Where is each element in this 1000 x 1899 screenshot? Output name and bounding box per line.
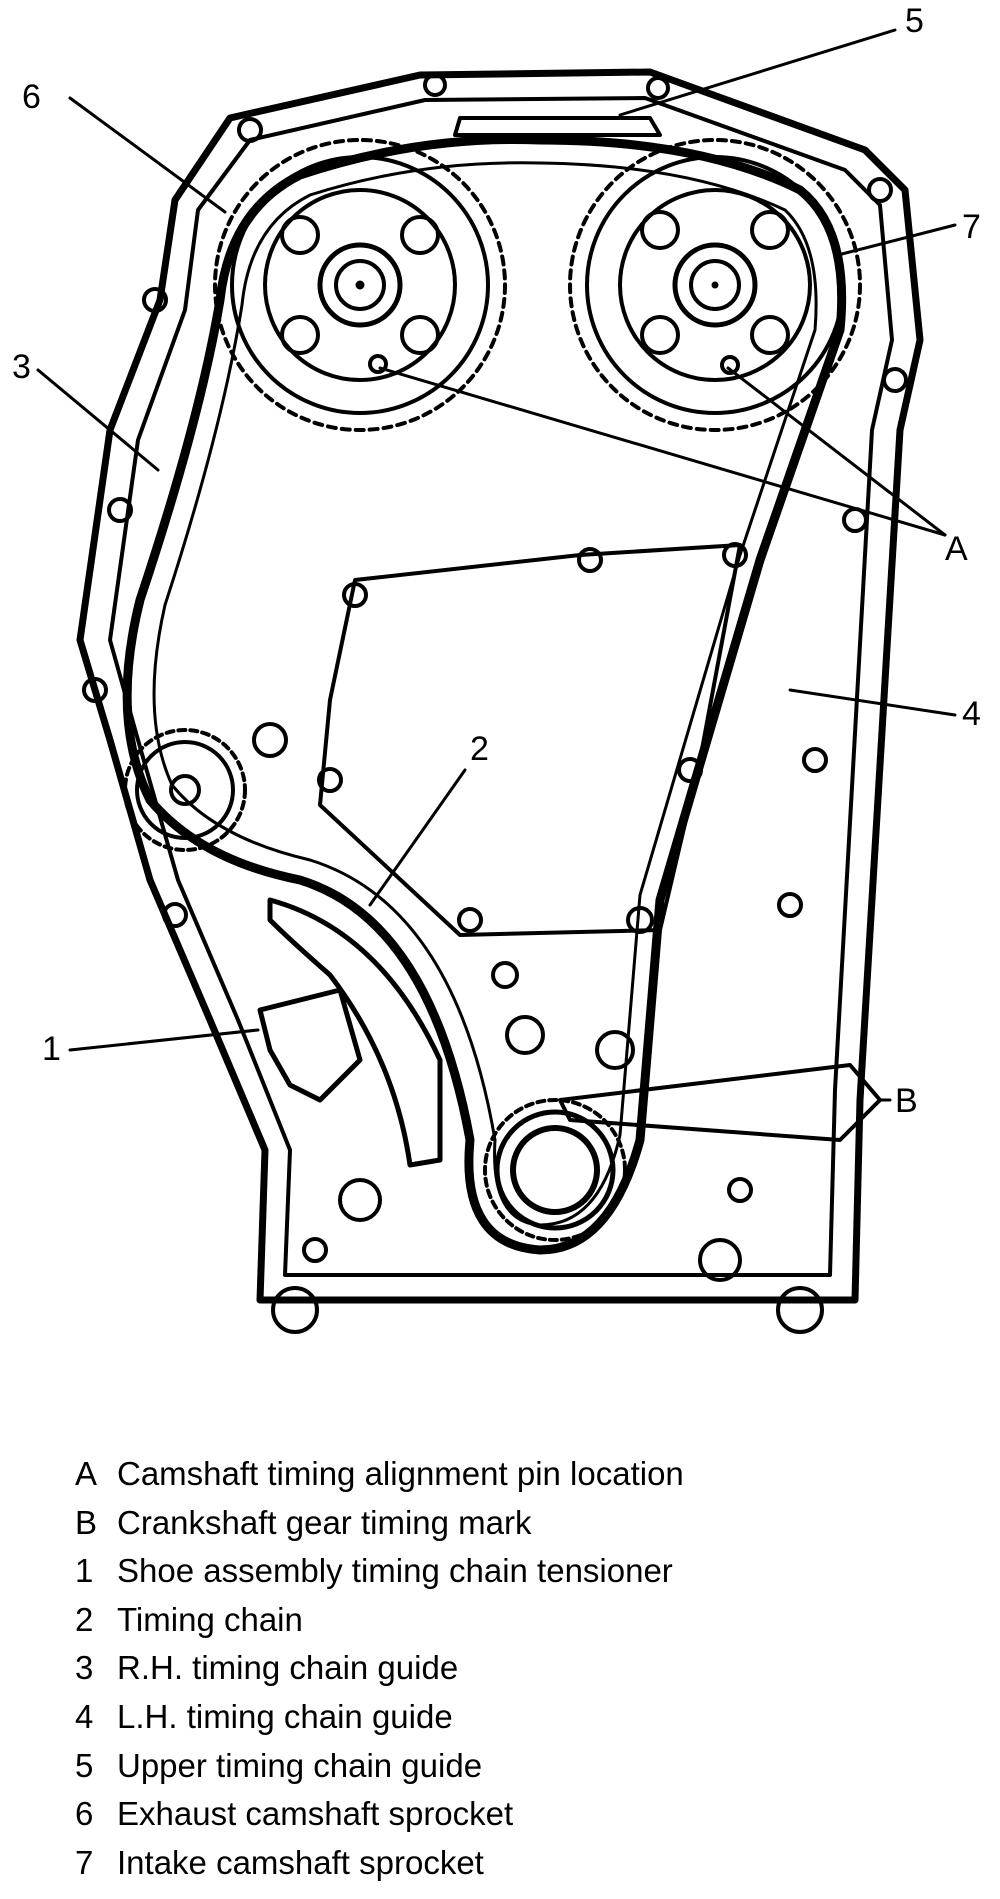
legend-item: B Crankshaft gear timing mark <box>75 1499 975 1548</box>
legend-item: 2 Timing chain <box>75 1596 975 1645</box>
timing-chain-diagram: 5 6 7 3 A 4 2 1 B <box>12 2 981 1334</box>
tensioner-body <box>257 987 363 1103</box>
callout-a: A <box>945 530 968 568</box>
callout-5: 5 <box>905 2 924 40</box>
legend-key: 1 <box>75 1552 94 1590</box>
inner-plate <box>318 543 742 937</box>
cover-bolt-holes <box>82 73 908 1334</box>
callout-6: 6 <box>22 78 41 116</box>
upper-chain-guide <box>453 116 662 137</box>
legend-item: 4 L.H. timing chain guide <box>75 1693 975 1742</box>
legend-key: 4 <box>75 1697 94 1735</box>
legend-text: Crankshaft gear timing mark <box>117 1503 532 1541</box>
legend-item: 6 Exhaust camshaft sprocket <box>75 1790 975 1839</box>
idler-sprocket <box>123 728 247 852</box>
legend-text: Intake camshaft sprocket <box>117 1843 484 1881</box>
legend-text: L.H. timing chain guide <box>117 1697 453 1735</box>
legend-key: 6 <box>75 1795 94 1833</box>
timing-chain-loop-inner <box>152 161 818 1227</box>
legend-key: 5 <box>75 1746 94 1784</box>
tensioner-shoe <box>267 897 443 1168</box>
callout-7: 7 <box>962 208 981 246</box>
leader-2 <box>368 768 467 907</box>
intake-camshaft-sprocket <box>568 138 862 432</box>
legend-item: 3 R.H. timing chain guide <box>75 1644 975 1693</box>
leader-a1 <box>378 366 947 537</box>
callout-4: 4 <box>962 695 981 733</box>
legend-key: 7 <box>75 1843 94 1881</box>
exhaust-camshaft-sprocket <box>213 138 507 432</box>
legend-text: R.H. timing chain guide <box>117 1649 459 1687</box>
legend-key: A <box>75 1455 98 1492</box>
callout-2: 2 <box>470 730 489 768</box>
leader-6 <box>68 96 227 214</box>
timing-mark-pointer <box>558 1063 882 1142</box>
crankshaft-sprocket <box>483 1098 627 1242</box>
leader-1 <box>68 1028 260 1052</box>
cover-inner-outline <box>108 96 894 1277</box>
legend-text: Shoe assembly timing chain tensioner <box>117 1552 673 1590</box>
callout-3: 3 <box>12 348 31 386</box>
legend-item: A Camshaft timing alignment pin location <box>75 1450 975 1499</box>
legend-text: Exhaust camshaft sprocket <box>117 1795 514 1833</box>
legend-item: 5 Upper timing chain guide <box>75 1742 975 1791</box>
legend-item: 7 Intake camshaft sprocket <box>75 1839 975 1888</box>
leader-3 <box>36 368 160 472</box>
legend-key: B <box>75 1503 98 1541</box>
legend-text: Upper timing chain guide <box>117 1746 483 1784</box>
cover-outline <box>76 68 924 1304</box>
legend-key: 2 <box>75 1600 94 1638</box>
legend-text: Timing chain <box>117 1600 303 1638</box>
callout-b: B <box>895 1082 918 1120</box>
legend-text: Camshaft timing alignment pin location <box>117 1455 684 1492</box>
legend-item: 1 Shoe assembly timing chain tensioner <box>75 1547 975 1596</box>
leader-a2 <box>726 366 947 537</box>
callout-1: 1 <box>42 1030 61 1068</box>
leader-7 <box>836 223 957 257</box>
leader-4 <box>788 688 957 717</box>
legend-key: 3 <box>75 1649 94 1687</box>
leader-5 <box>618 28 897 117</box>
